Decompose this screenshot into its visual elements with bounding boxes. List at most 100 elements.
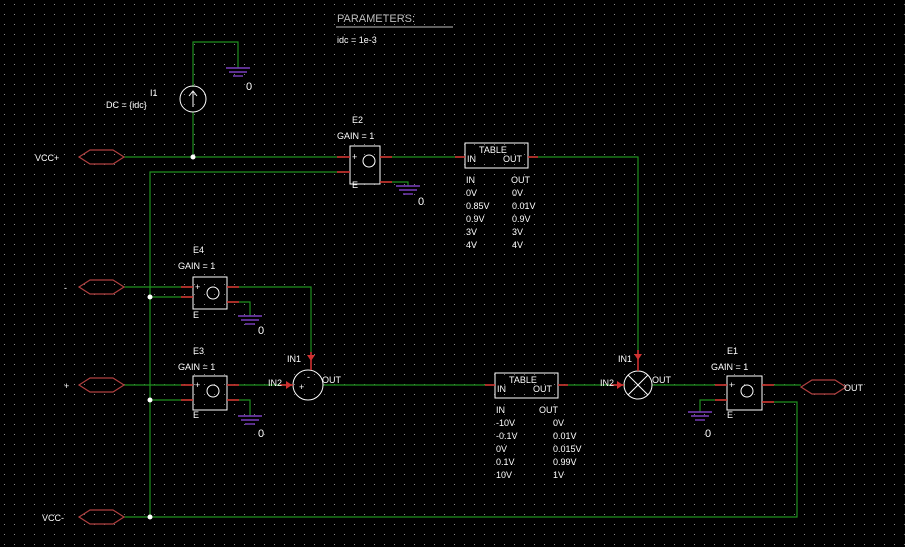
port-minus[interactable]: - — [64, 279, 126, 295]
table-cell-out: 0V — [512, 188, 523, 198]
svg-text:IN: IN — [497, 384, 506, 394]
table-cell-in: -10V — [496, 418, 515, 428]
svg-text:VCC-: VCC- — [42, 513, 64, 523]
svg-text:OUT: OUT — [322, 375, 342, 385]
svg-text:IN1: IN1 — [287, 354, 301, 364]
port-out[interactable]: OUT — [799, 379, 864, 395]
vcvs-icon — [362, 154, 376, 168]
svg-text:0: 0 — [418, 196, 424, 208]
ground-icon: 0 — [396, 185, 424, 208]
svg-text:E4: E4 — [193, 245, 204, 255]
svg-text:IN: IN — [467, 154, 476, 164]
svg-text:TABLE: TABLE — [509, 375, 537, 385]
table-cell-out: 1V — [553, 470, 564, 480]
svg-text:GAIN = 1: GAIN = 1 — [337, 131, 374, 141]
table1-rows: 0V 0V 0.85V 0.01V 0.9V 0.9V 3V 3V 4V 4V — [466, 188, 536, 250]
svg-text:-: - — [307, 372, 310, 382]
svg-text:+: + — [64, 381, 69, 391]
i1-value: DC = {idc} — [106, 100, 147, 110]
ground-symbols: 0 0 0 0 0 — [226, 67, 712, 440]
table-cell-in: 0V — [496, 444, 507, 454]
port-plus[interactable]: + — [64, 377, 126, 393]
svg-text:OUT: OUT — [539, 405, 559, 415]
table-cell-in: 4V — [466, 240, 477, 250]
junction-dots — [147, 154, 196, 520]
table-cell-in: 3V — [466, 227, 477, 237]
table-cell-in: 0.1V — [496, 457, 515, 467]
svg-text:IN: IN — [466, 175, 475, 185]
svg-text:OUT: OUT — [844, 383, 864, 393]
ground-icon: 0 — [238, 315, 264, 337]
table-cell-out: 0.99V — [553, 457, 577, 467]
svg-text:IN: IN — [496, 405, 505, 415]
ground-icon: 0 — [238, 415, 264, 440]
svg-text:GAIN = 1: GAIN = 1 — [711, 362, 748, 372]
table-cell-in: 0V — [466, 188, 477, 198]
vcvs-e2[interactable]: E2 GAIN = 1 + E — [337, 115, 392, 190]
i1-name: I1 — [150, 88, 158, 98]
vcvs-icon — [740, 384, 754, 398]
svg-text:OUT: OUT — [652, 375, 672, 385]
summer-block[interactable]: + - IN1 IN2 OUT — [268, 352, 342, 401]
svg-text:+: + — [352, 152, 357, 162]
table-cell-in: 0.9V — [466, 214, 485, 224]
wires — [124, 41, 801, 518]
table-cell-out: 0.015V — [553, 444, 582, 454]
svg-text:GAIN = 1: GAIN = 1 — [178, 362, 215, 372]
parameters-title: PARAMETERS: — [337, 13, 415, 25]
ports: VCC+ - + VCC- OUT — [35, 149, 864, 525]
svg-text:OUT: OUT — [503, 154, 523, 164]
table-cell-out: 4V — [512, 240, 523, 250]
ground-icon: 0 — [688, 411, 712, 440]
table-cell-in: -0.1V — [496, 431, 518, 441]
vcvs-e1[interactable]: E1 GAIN = 1 + E — [711, 346, 774, 420]
svg-text:0: 0 — [246, 81, 252, 93]
current-source-i1[interactable]: I1 DC = {idc} — [106, 85, 207, 113]
table-cell-out: 3V — [512, 227, 523, 237]
port-vcc-plus[interactable]: VCC+ — [35, 149, 126, 165]
vcvs-e4[interactable]: E4 GAIN = 1 + E — [178, 245, 239, 320]
arrow-up-icon — [188, 90, 198, 97]
svg-text:GAIN = 1: GAIN = 1 — [178, 261, 215, 271]
svg-text:E3: E3 — [193, 346, 204, 356]
svg-text:OUT: OUT — [533, 384, 553, 394]
svg-text:IN2: IN2 — [600, 378, 614, 388]
table2-rows: -10V 0V -0.1V 0.01V 0V 0.015V 0.1V 0.99V 10V 1V — [496, 418, 582, 480]
svg-text:E: E — [193, 310, 199, 320]
table-cell-in: 10V — [496, 470, 512, 480]
table-cell-in: 0.85V — [466, 201, 490, 211]
port-vcc-minus[interactable]: VCC- — [42, 509, 126, 525]
svg-text:0: 0 — [258, 428, 264, 440]
parameters-expr: idc = 1e-3 — [337, 35, 377, 45]
svg-text:0: 0 — [705, 428, 711, 440]
svg-text:IN1: IN1 — [618, 354, 632, 364]
vcvs-icon — [206, 384, 220, 398]
parameters-block[interactable]: PARAMETERS: idc = 1e-3 — [336, 13, 453, 45]
table-cell-out: 0.9V — [512, 214, 531, 224]
svg-text:+: + — [729, 380, 734, 390]
ground-icon: 0 — [226, 67, 252, 93]
table-cell-out: 0.01V — [553, 431, 577, 441]
table-block-2[interactable]: TABLE IN OUT IN OUT -10V 0V -0.1V 0.01V 0V 0.… — [485, 372, 582, 480]
svg-text:OUT: OUT — [511, 175, 531, 185]
table-cell-out: 0V — [553, 418, 564, 428]
svg-text:0: 0 — [258, 325, 264, 337]
svg-text:E1: E1 — [727, 346, 738, 356]
svg-text:+: + — [195, 282, 200, 292]
vcvs-e3[interactable]: E3 GAIN = 1 + E — [178, 346, 239, 420]
svg-text:E: E — [352, 180, 358, 190]
svg-text:VCC+: VCC+ — [35, 153, 59, 163]
svg-text:-: - — [64, 283, 67, 293]
multiplier-block[interactable]: IN1 IN2 OUT — [600, 350, 672, 400]
svg-text:+: + — [299, 382, 304, 392]
svg-text:E: E — [193, 410, 199, 420]
svg-text:E: E — [727, 410, 733, 420]
svg-text:E2: E2 — [352, 115, 363, 125]
vcvs-icon — [206, 286, 220, 300]
svg-text:IN2: IN2 — [268, 378, 282, 388]
svg-text:+: + — [195, 380, 200, 390]
table-cell-out: 0.01V — [512, 201, 536, 211]
